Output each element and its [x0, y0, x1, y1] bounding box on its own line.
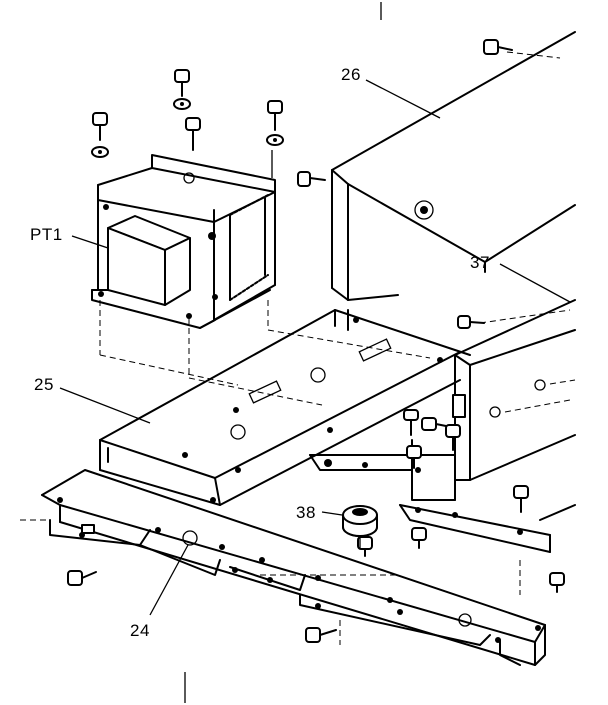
- part-37-chassis: [452, 299, 576, 481]
- leader-lines: [59, 79, 571, 616]
- screw-icon: [445, 424, 461, 451]
- screw-icon: [406, 445, 422, 469]
- label-pt1: PT1: [30, 225, 63, 244]
- screw-icon: [305, 627, 337, 643]
- alignment-lines: [20, 519, 521, 645]
- label-37: 37: [470, 253, 490, 272]
- screw-icon: [457, 315, 485, 329]
- screw-icon: [513, 485, 529, 513]
- registration-marks: [184, 2, 382, 703]
- screw-icon: [266, 100, 284, 178]
- part-38-knob: [342, 505, 378, 548]
- label-24: 24: [130, 621, 150, 640]
- label-38: 38: [296, 503, 316, 522]
- screw-icon: [549, 572, 565, 593]
- screw-icon: [357, 536, 373, 557]
- screw-icon: [297, 171, 326, 187]
- mounting-bracket: [309, 439, 576, 553]
- screw-icon: [403, 409, 419, 436]
- screw-icon: [411, 527, 427, 549]
- part-24-bracket: [41, 469, 546, 666]
- screw-icon: [185, 117, 201, 151]
- screw-icon: [67, 570, 97, 586]
- part-26-cover: [331, 31, 576, 301]
- screw-icon: [483, 39, 513, 55]
- alignment-lines: [99, 300, 431, 406]
- screw-icon: [421, 417, 447, 431]
- pt1-transformer: [91, 154, 276, 329]
- screw-icon: [91, 112, 109, 158]
- label-25: 25: [34, 375, 54, 394]
- part-25-tray: [99, 309, 471, 506]
- label-26: 26: [341, 65, 361, 84]
- screw-icon: [173, 69, 191, 110]
